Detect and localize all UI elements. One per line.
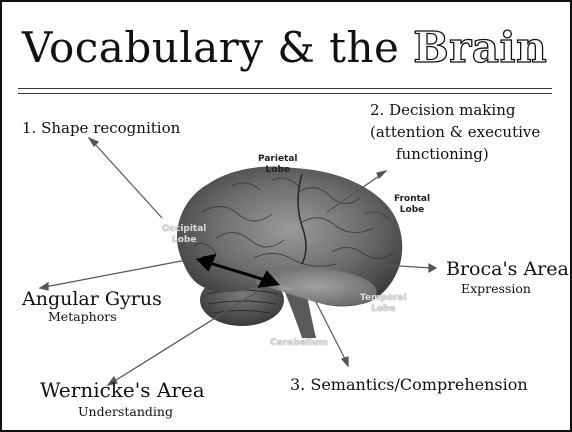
parietal-lobe-label-line2: Lobe <box>258 165 298 176</box>
angular-gyrus-label: Angular Gyrus <box>22 288 162 310</box>
semantics-line <box>316 302 346 361</box>
decision-making-arrowhead <box>377 171 386 178</box>
occipital-lobe-label-line1: Occipital <box>162 224 206 235</box>
expression-label: Expression <box>461 281 531 296</box>
brocas-area-label: Broca's Area <box>446 258 569 280</box>
decision-making-detail: (attention & executive <box>370 123 540 142</box>
metaphors-label: Metaphors <box>48 309 117 324</box>
shape-recognition-label: 1. Shape recognition <box>22 119 180 138</box>
occipital-lobe-label: Occipital Lobe <box>162 224 206 246</box>
decision-making-detail-2: functioning) <box>396 145 489 164</box>
parietal-lobe-label-line1: Parietal <box>258 154 298 165</box>
temporal-lobe-label-line1: Temporal <box>360 293 407 304</box>
understanding-label: Understanding <box>78 404 173 419</box>
semantics-label: 3. Semantics/Comprehension <box>290 375 528 394</box>
frontal-lobe-label: Frontal Lobe <box>394 194 430 216</box>
cerebellum-label: Cerebellum <box>270 338 328 349</box>
decision-making-label: 2. Decision making <box>370 101 515 120</box>
temporal-lobe-label: Temporal Lobe <box>360 293 407 315</box>
temporal-lobe-label-line2: Lobe <box>360 304 407 315</box>
brocas-area-arrowhead <box>429 264 436 272</box>
semantics-arrowhead <box>342 357 348 366</box>
frontal-lobe-label-line1: Frontal <box>394 194 430 205</box>
occipital-lobe-label-line2: Lobe <box>162 235 206 246</box>
parietal-lobe-label: Parietal Lobe <box>258 154 298 176</box>
shape-recognition-line <box>94 143 162 218</box>
frontal-lobe-label-line2: Lobe <box>394 205 430 216</box>
wernickes-area-label: Wernicke's Area <box>40 379 205 401</box>
angular-gyrus-line <box>45 257 202 287</box>
shape-recognition-arrowhead <box>89 138 98 146</box>
